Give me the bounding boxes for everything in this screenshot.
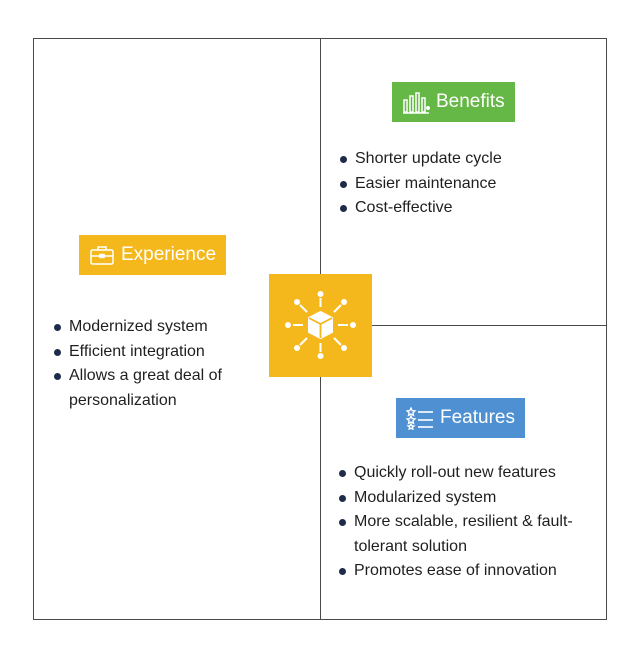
briefcase-icon [89,244,115,266]
list-item: Promotes ease of innovation [337,559,607,584]
horizontal-divider [320,325,607,326]
starred-list-icon [406,406,434,430]
benefits-list: Shorter update cycle Easier maintenance … [338,147,598,221]
list-item: Efficient integration [52,340,267,365]
list-item: Modernized system [52,315,267,340]
list-item: Modularized system [337,486,607,511]
experience-list: Modernized system Efficient integration … [52,315,267,413]
benefits-tag: Benefits [392,82,515,122]
list-item: Shorter update cycle [338,147,598,172]
list-item: Quickly roll-out new features [337,461,607,486]
list-item: More scalable, resilient & fault-toleran… [337,510,607,559]
list-item: Easier maintenance [338,172,598,197]
features-tag: Features [396,398,525,438]
list-item: Cost-effective [338,196,598,221]
benefits-title: Benefits [436,91,505,112]
experience-tag: Experience [79,235,227,275]
list-item: Allows a great deal of personalization [52,364,267,413]
bar-chart-icon [402,90,430,114]
center-box [269,274,372,377]
experience-title: Experience [121,244,217,265]
features-list: Quickly roll-out new features Modularize… [337,461,607,584]
features-title: Features [440,407,515,428]
